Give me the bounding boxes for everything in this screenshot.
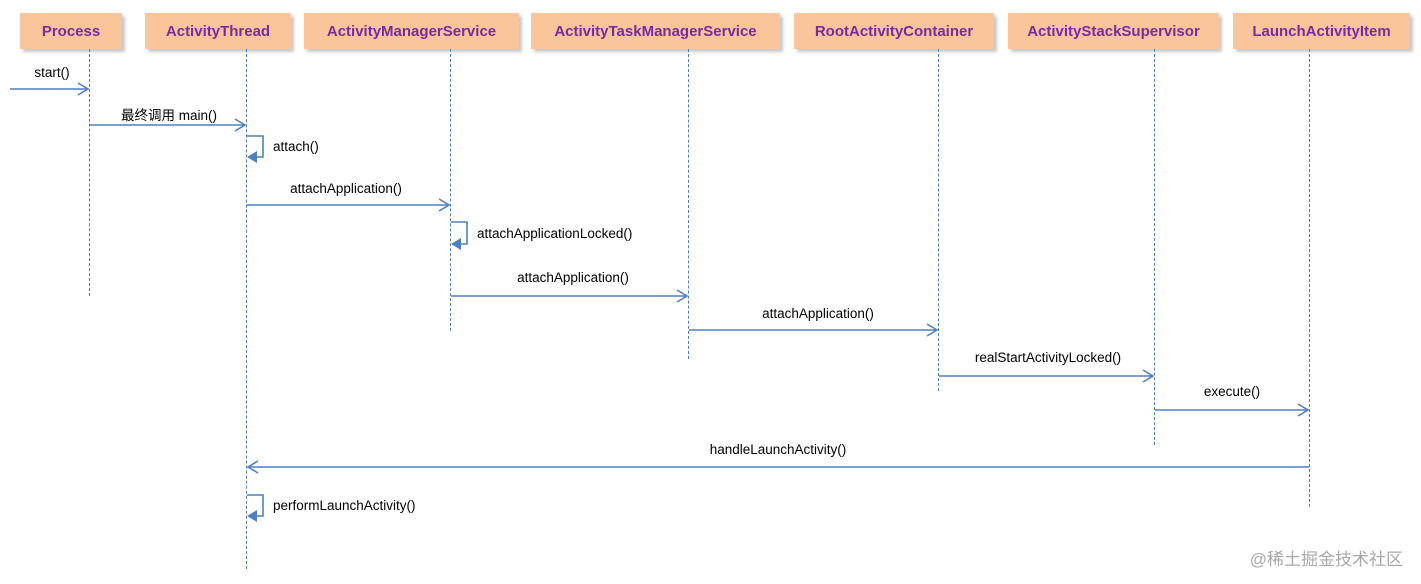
arrow-main [89,118,247,132]
label-real-start-activity-locked: realStartActivityLocked() [974,350,1122,365]
participant-activity-stack-supervisor: ActivityStackSupervisor [1008,13,1219,49]
participant-process: Process [20,13,122,49]
arrow-start [10,82,90,96]
label-attach-application-locked: attachApplicationLocked() [477,226,633,241]
label-handle-launch-activity: handleLaunchActivity() [709,442,847,457]
arrowhead-perform-launch-activity [247,510,257,522]
arrow-real-start-activity-locked [939,369,1155,383]
arrow-attach-application-3 [689,323,939,337]
label-start: start() [34,65,70,80]
participant-activity-task-manager-service: ActivityTaskManagerService [531,13,780,49]
arrow-execute [1155,403,1310,417]
label-attach-application-2: attachApplication() [517,270,629,285]
lifeline-root-activity-container [938,49,939,391]
lifeline-activity-manager-service [450,49,451,331]
participant-activity-thread: ActivityThread [145,13,291,49]
arrowhead-attach-application-locked [451,238,461,250]
label-main: 最终调用 main() [120,108,218,123]
lifeline-activity-task-manager-service [688,49,689,359]
participant-root-activity-container: RootActivityContainer [794,13,994,49]
lifeline-launch-activity-item [1309,49,1310,507]
arrow-attach-application-1 [247,198,451,212]
label-attach: attach() [273,139,319,154]
lifeline-activity-stack-supervisor [1154,49,1155,445]
arrow-handle-launch-activity [246,460,1309,474]
lifeline-activity-thread [246,49,247,569]
participant-launch-activity-item: LaunchActivityItem [1233,13,1410,49]
label-attach-application-3: attachApplication() [762,306,874,321]
label-attach-application-1: attachApplication() [290,181,402,196]
lifeline-process [89,49,90,296]
arrow-attach-application-2 [451,289,689,303]
watermark: @稀土掘金技术社区 [1249,550,1403,569]
label-perform-launch-activity: performLaunchActivity() [273,498,416,513]
participant-activity-manager-service: ActivityManagerService [304,13,519,49]
label-execute: execute() [1203,384,1261,399]
arrowhead-attach [247,151,257,163]
